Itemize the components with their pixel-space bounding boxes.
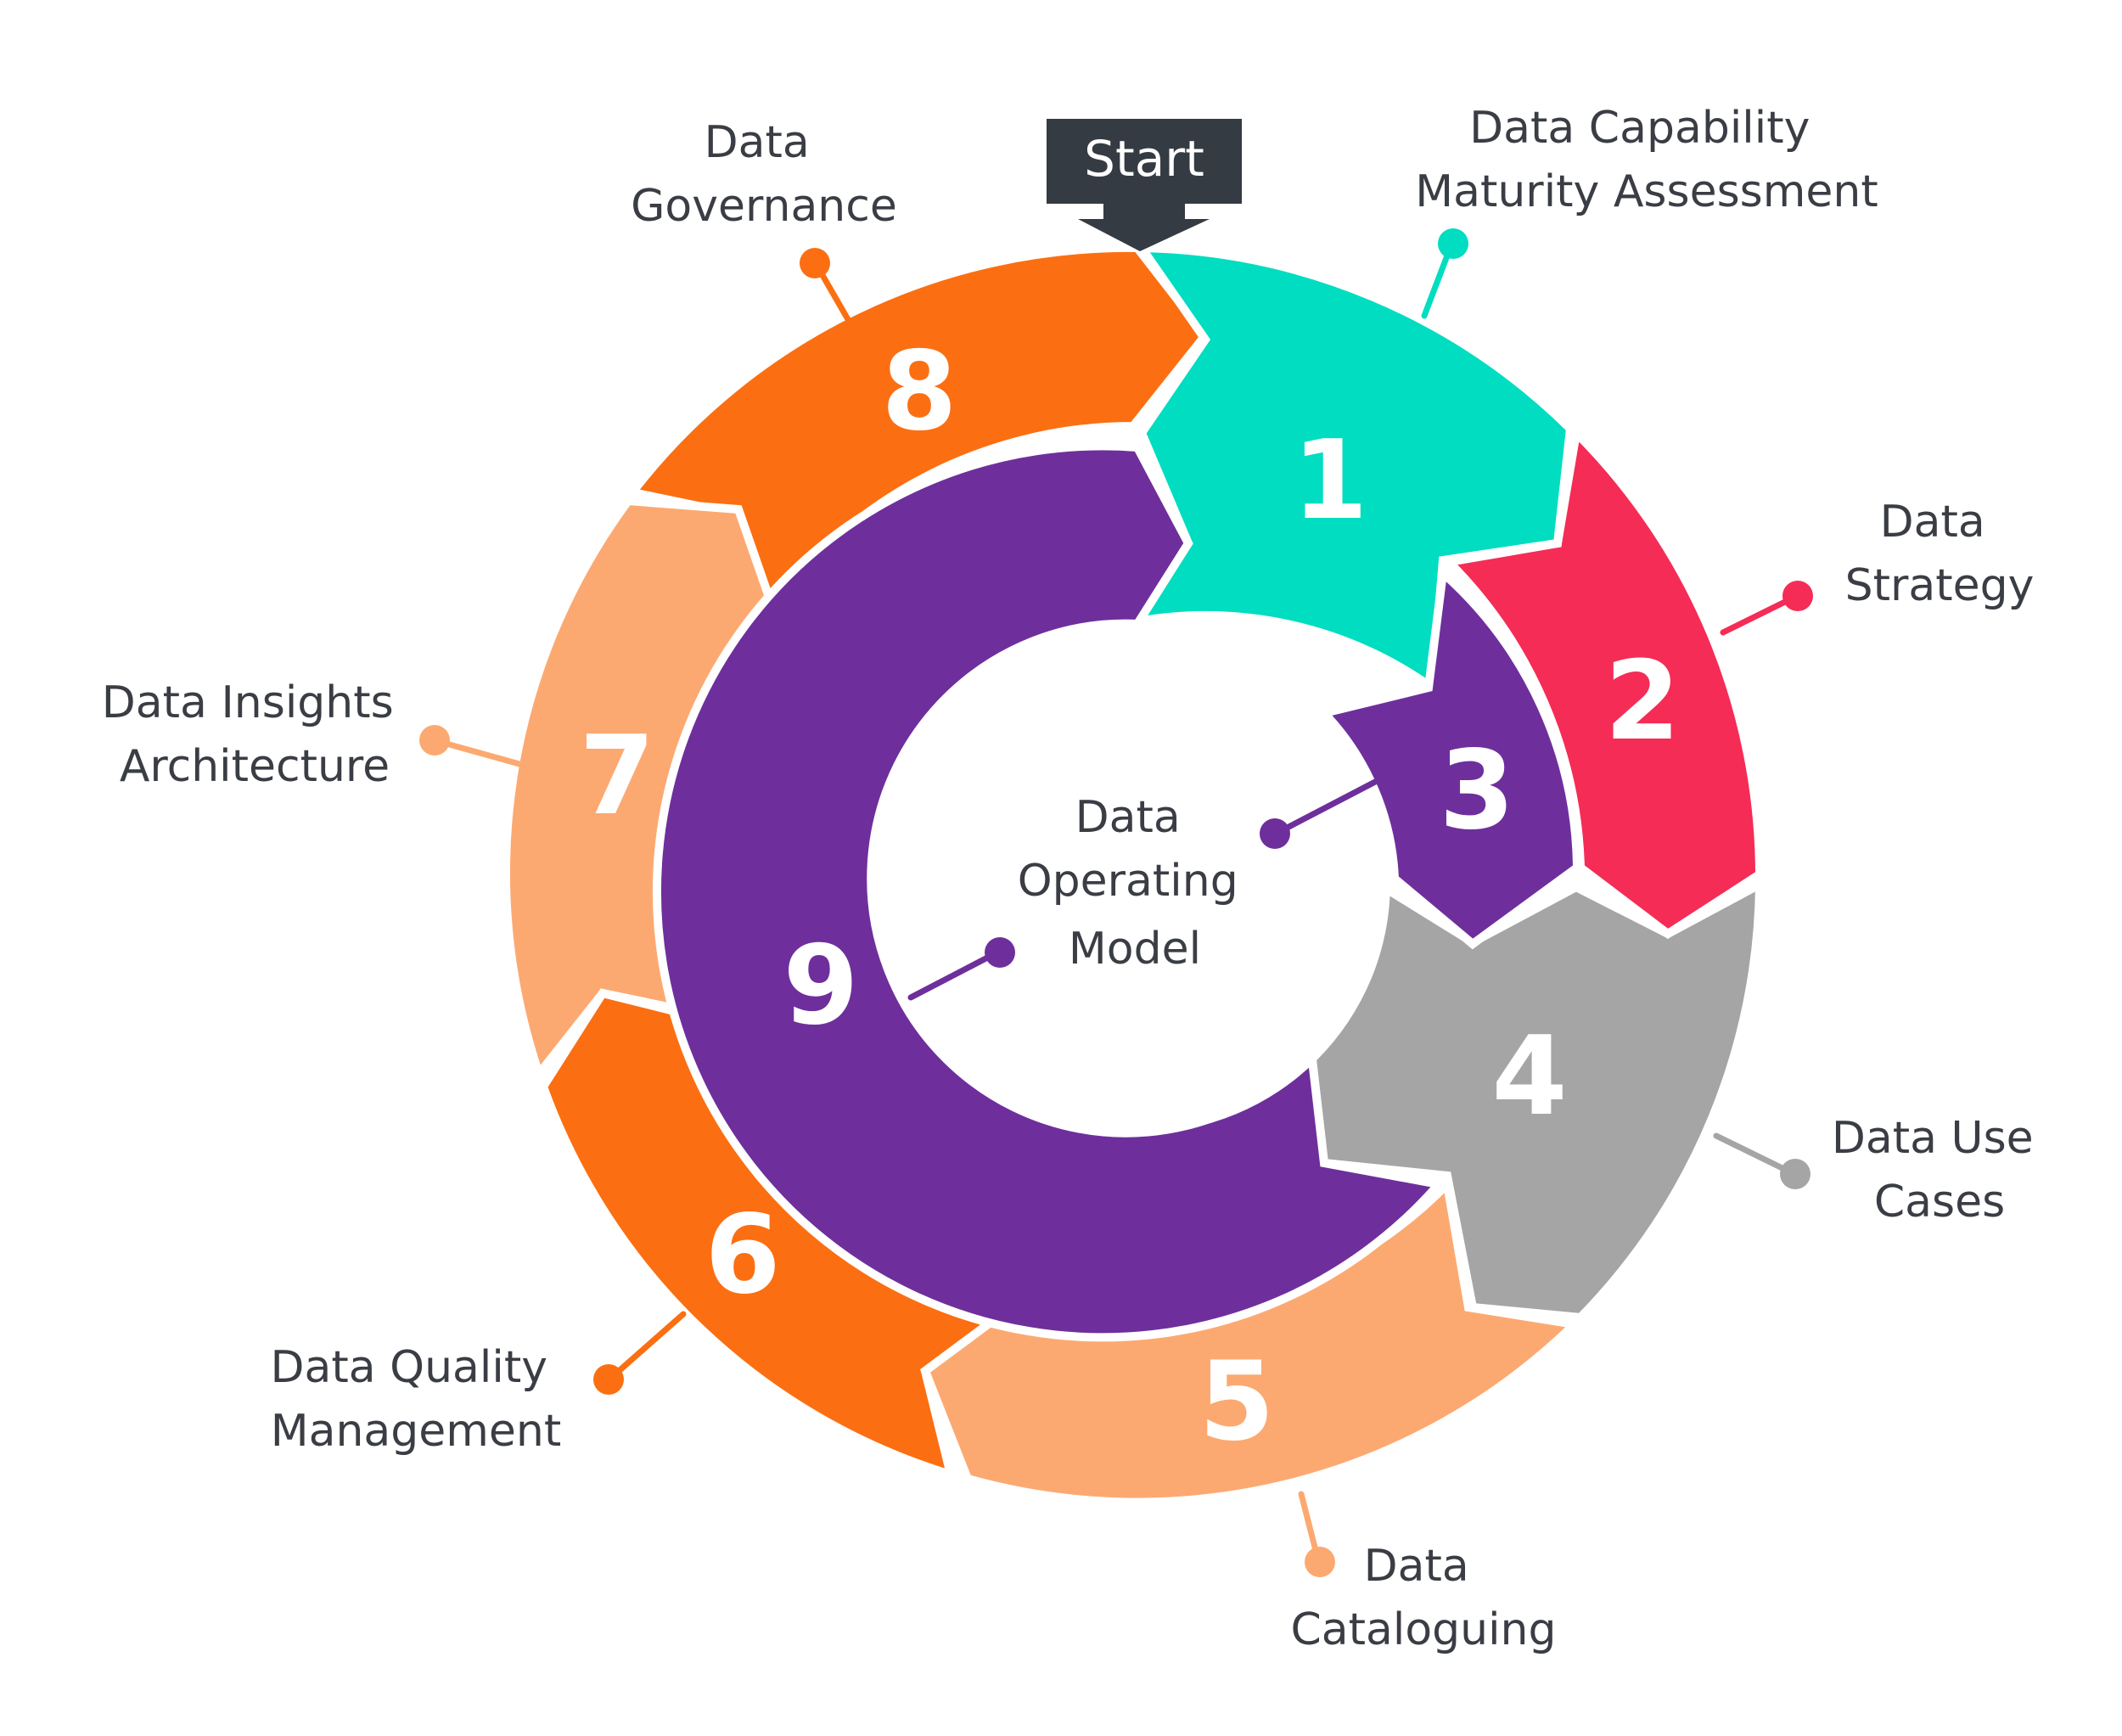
step-2-number: 2 [1604, 638, 1680, 765]
leader-2 [1720, 581, 1813, 636]
center-circle [890, 632, 1390, 1133]
leader-9-dot [985, 937, 1015, 968]
leader-3-dot [1260, 818, 1290, 849]
leader-8 [800, 248, 852, 324]
leader-4 [1713, 1132, 1810, 1189]
leader-2-line [1720, 593, 1799, 636]
leader-1-dot [1438, 228, 1468, 259]
step-7-label: Data Insights Architecture [102, 677, 408, 792]
step-1-label: Data Capability Maturity Assessment [1415, 103, 1878, 217]
step-4-label: Data Use Cases [1832, 1113, 2047, 1228]
leader-6-line [608, 1311, 687, 1381]
step-2-label: Data Strategy [1845, 497, 2035, 611]
step-3-number: 3 [1439, 728, 1514, 854]
segment-3: 3 [1316, 564, 1582, 950]
leader-5-dot [1305, 1547, 1335, 1577]
step-8-label: Data Governance [631, 117, 897, 232]
leader-6-dot [593, 1364, 624, 1395]
step-8-number: 8 [881, 329, 957, 455]
segment-2-shape [1440, 424, 1765, 940]
leader-7-dot [419, 725, 450, 756]
leader-lines [419, 228, 1813, 1577]
start-label: Start [1084, 130, 1204, 188]
segment-9: 9 [652, 441, 1447, 1342]
segment-1: 1 [1128, 243, 1575, 696]
leader-8-dot [800, 248, 830, 278]
step-6-number: 6 [705, 1192, 780, 1318]
leader-3-line [1272, 778, 1380, 837]
start-arrow-stem [1103, 202, 1185, 221]
center-label: Data Operating Model [1018, 792, 1253, 975]
leader-6 [593, 1311, 687, 1395]
segment-3-shape [1316, 564, 1582, 950]
step-5-number: 5 [1199, 1339, 1274, 1465]
segment-1-shape [1128, 243, 1575, 696]
start-arrow [1078, 219, 1210, 251]
leader-5 [1298, 1491, 1335, 1577]
step-4-number: 4 [1491, 1014, 1567, 1140]
leader-9 [907, 937, 1015, 1001]
leader-7 [419, 725, 523, 767]
step-labels: Data Capability Maturity Assessment Data… [102, 103, 2047, 1655]
leader-9-line [907, 949, 1001, 1001]
leader-3 [1260, 778, 1380, 849]
segment-2: 2 [1440, 424, 1765, 940]
step-7-number: 7 [579, 713, 654, 840]
leader-2-dot [1782, 581, 1813, 611]
step-9-number: 9 [783, 923, 858, 1049]
step-6-label: Data Quality Management [270, 1342, 561, 1457]
leader-1 [1421, 228, 1468, 319]
segment-9-shape [652, 441, 1447, 1342]
start-marker: Start [1047, 119, 1242, 251]
step-5-label: Data Cataloguing [1290, 1541, 1556, 1655]
leader-7-line [434, 738, 523, 767]
start-box [1047, 119, 1242, 204]
segment-7: 7 [501, 496, 778, 1083]
leader-4-line [1713, 1132, 1796, 1177]
leader-4-dot [1780, 1159, 1810, 1189]
step-1-number: 1 [1292, 418, 1367, 544]
